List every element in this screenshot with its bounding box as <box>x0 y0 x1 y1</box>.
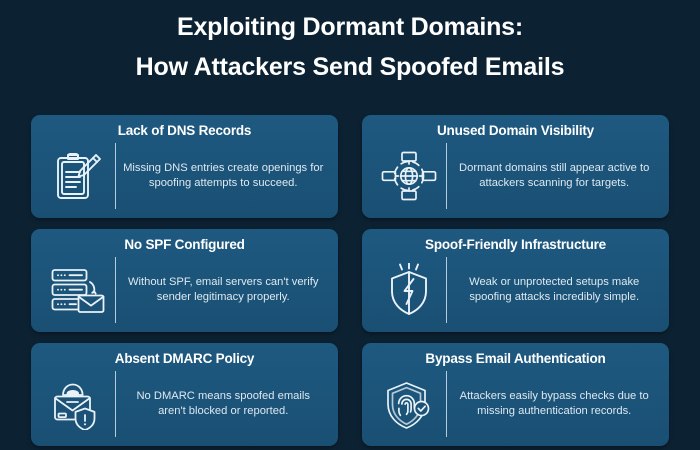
card-title: Unused Domain Visibility <box>437 123 594 138</box>
clipboard-pencil-icon <box>41 150 115 202</box>
card-divider <box>115 143 117 209</box>
envelope-hacker-alert-icon <box>41 378 115 430</box>
card-unused-domain-visibility: Unused Domain Visibility <box>362 115 669 218</box>
card-divider <box>446 143 448 209</box>
card-title: Absent DMARC Policy <box>114 351 255 366</box>
card-text: Missing DNS entries create openings for … <box>123 161 324 190</box>
globe-network-icon <box>372 150 446 202</box>
card-body: Dormant domains still appear active to a… <box>372 142 659 210</box>
card-text: No DMARC means spoofed emails aren't blo… <box>136 389 310 418</box>
card-divider <box>115 371 117 437</box>
card-title: Bypass Email Authentication <box>425 351 606 366</box>
card-text: Without SPF, email servers can't verify … <box>127 275 319 304</box>
card-bypass-email-authentication: Bypass Email Authentication Atta <box>362 343 669 446</box>
card-text: Weak or unprotected setups make spoofing… <box>469 275 640 304</box>
card-divider <box>446 257 448 323</box>
card-title: Lack of DNS Records <box>117 123 252 138</box>
server-envelope-icon <box>41 265 115 315</box>
card-no-spf-configured: No SPF Configured <box>31 229 338 332</box>
card-body: Missing DNS entries create openings for … <box>41 142 328 210</box>
title-line-2: How Attackers Send Spoofed Emails <box>135 53 565 81</box>
card-text: Attackers easily bypass checks due to mi… <box>459 389 649 418</box>
card-grid: Lack of DNS Records <box>31 115 669 446</box>
shield-fingerprint-check-icon <box>372 377 446 431</box>
card-text: Dormant domains still appear active to a… <box>459 161 650 190</box>
card-absent-dmarc-policy: Absent DMARC Policy <box>31 343 338 446</box>
card-lack-of-dns-records: Lack of DNS Records <box>31 115 338 218</box>
title-line-1: Exploiting Dormant Domains: <box>176 13 523 41</box>
card-divider <box>446 371 448 437</box>
card-title: No SPF Configured <box>124 237 245 252</box>
card-body: Without SPF, email servers can't verify … <box>41 256 328 324</box>
card-divider <box>115 257 117 323</box>
card-spoof-friendly-infrastructure: Spoof-Friendly Infrastructure Weak or un… <box>362 229 669 332</box>
page-title: Exploiting Dormant Domains: How Attacker… <box>0 10 700 84</box>
card-title: Spoof-Friendly Infrastructure <box>425 237 606 252</box>
card-body: Weak or unprotected setups make spoofing… <box>372 256 659 324</box>
broken-shield-icon <box>372 263 446 317</box>
card-body: No DMARC means spoofed emails aren't blo… <box>41 370 328 438</box>
card-body: Attackers easily bypass checks due to mi… <box>372 370 659 438</box>
